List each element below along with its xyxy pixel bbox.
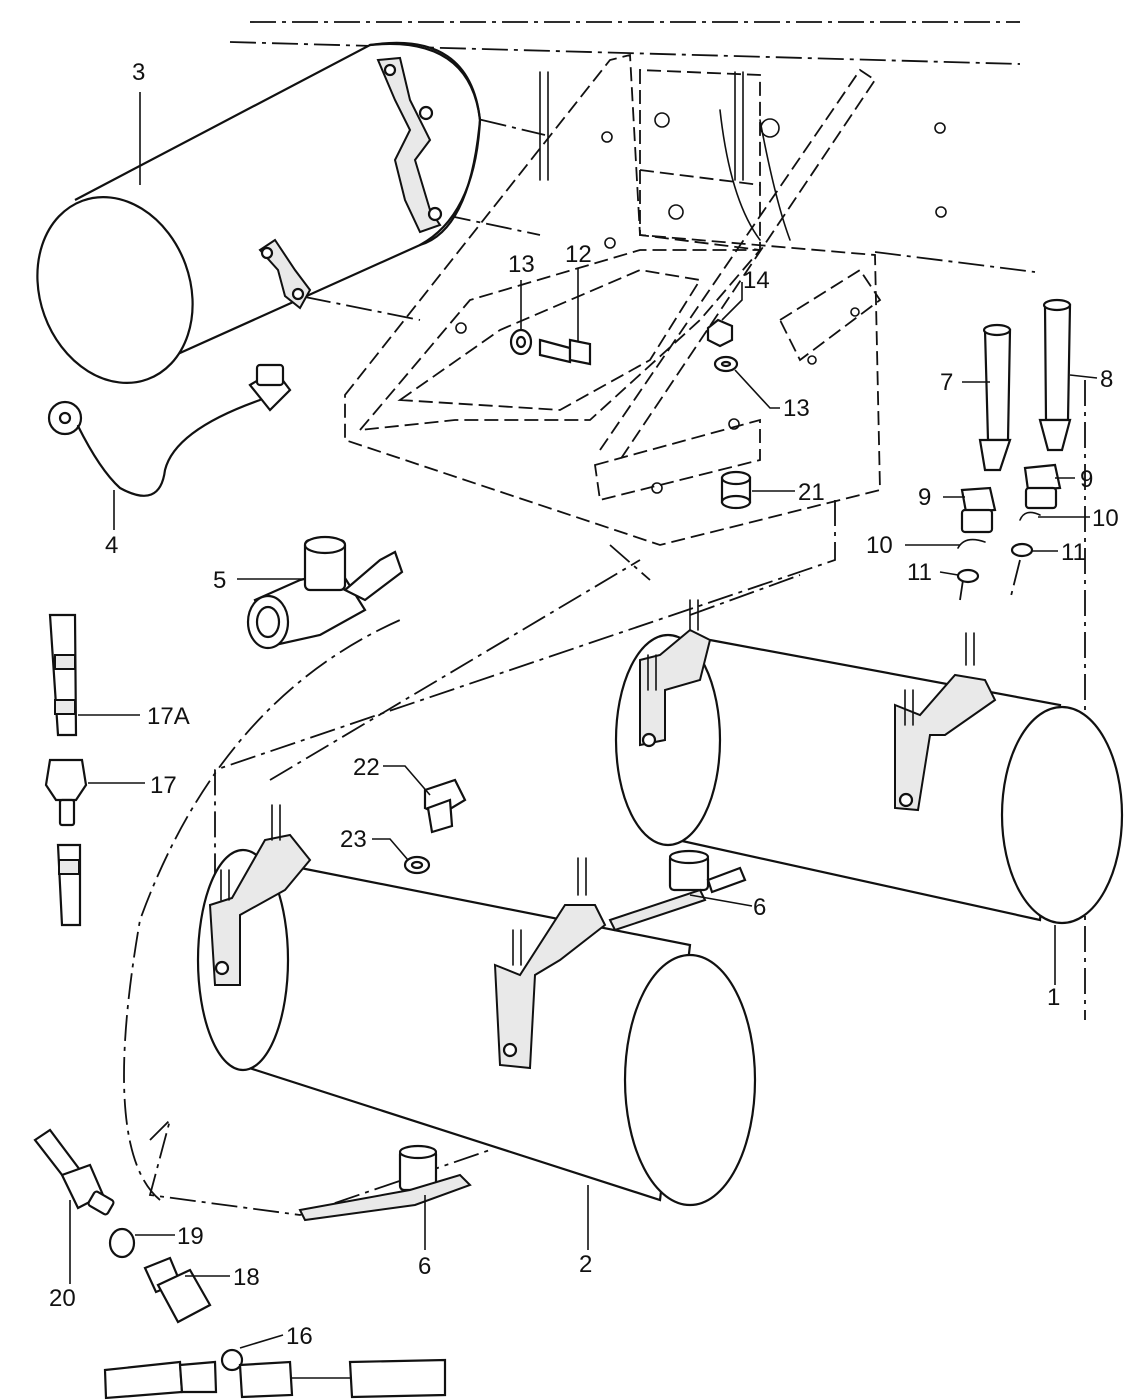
callout-20: 20	[49, 1285, 76, 1312]
callout-18: 18	[233, 1264, 260, 1291]
callout-11-left: 11	[907, 559, 932, 586]
air-tank-1	[614, 599, 1124, 925]
callout-7: 7	[940, 369, 953, 396]
callout-9-right: 9	[1080, 466, 1093, 493]
air-tank-3	[36, 41, 482, 384]
callout-17a: 17A	[147, 703, 190, 730]
callout-21: 21	[798, 479, 825, 506]
callout-22: 22	[353, 754, 380, 781]
callout-1: 1	[1047, 984, 1060, 1011]
frame-lines	[229, 21, 1036, 273]
hoses-7-8	[956, 298, 1072, 584]
callout-16: 16	[286, 1323, 313, 1350]
callout-11-right: 11	[1061, 539, 1086, 566]
callout-13-right: 13	[783, 395, 810, 422]
air-tank-2	[196, 804, 757, 1222]
hardware-12-13-14-21	[455, 318, 752, 510]
callout-3: 3	[132, 59, 145, 86]
hose-17	[44, 613, 88, 927]
connection-lines	[123, 109, 1086, 1216]
callout-13-upper: 13	[508, 251, 535, 278]
t-fitting-5	[246, 535, 404, 650]
callout-9-left: 9	[918, 484, 931, 511]
callout-labels: 3 13 12 14 13 7 8 9 9 10 10 11 11 21 4 5…	[49, 59, 1119, 1350]
callout-6-right: 6	[753, 894, 766, 921]
callout-19: 19	[177, 1223, 204, 1250]
callout-14: 14	[743, 267, 770, 294]
callout-5: 5	[213, 567, 226, 594]
callout-12: 12	[565, 241, 592, 268]
chassis-bracket	[344, 53, 947, 546]
fittings-16-18-19-20	[33, 1128, 447, 1400]
callout-4: 4	[105, 532, 118, 559]
leader-lines	[69, 92, 1098, 1349]
callout-17: 17	[150, 772, 177, 799]
callout-8: 8	[1100, 366, 1113, 393]
plug-22-23	[403, 778, 467, 875]
callout-2: 2	[579, 1251, 592, 1278]
cable-4	[47, 363, 292, 497]
callout-10-right: 10	[1092, 505, 1119, 532]
callout-10-left: 10	[866, 532, 893, 559]
callout-23: 23	[340, 826, 367, 853]
callout-6-bottom: 6	[418, 1253, 431, 1280]
